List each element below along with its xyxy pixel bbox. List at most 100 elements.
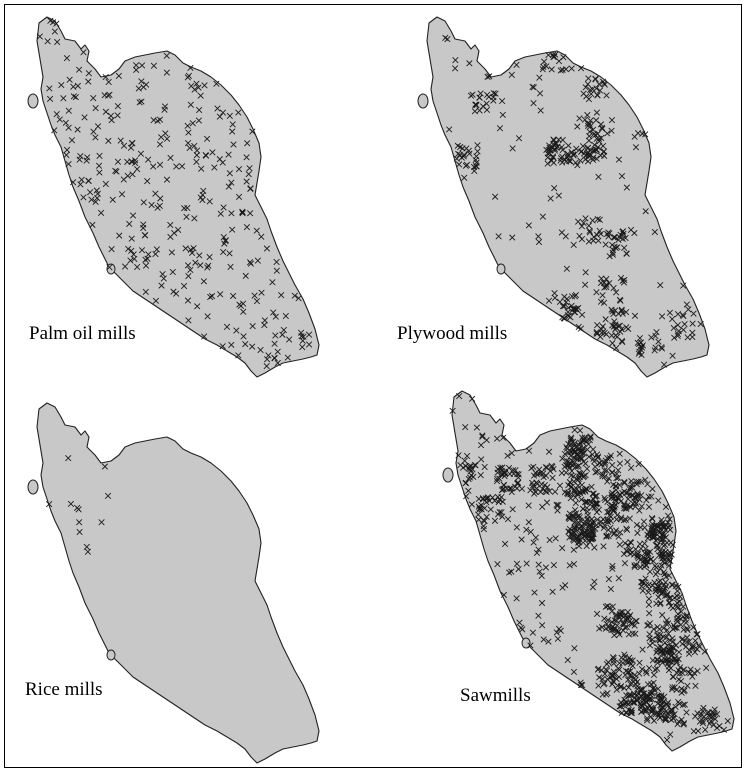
mill-marker [628, 464, 635, 472]
mill-marker [253, 298, 261, 305]
mill-marker [615, 575, 622, 582]
mill-marker [596, 625, 603, 632]
mill-marker [612, 332, 619, 339]
mill-marker [617, 274, 625, 282]
mill-marker [664, 657, 671, 664]
mill-marker [197, 262, 204, 269]
mill-marker [577, 681, 585, 689]
mill-marker [208, 292, 216, 300]
mill-marker [619, 228, 627, 235]
mill-marker [188, 82, 195, 90]
mill-marker [650, 671, 658, 679]
mill-marker [606, 512, 613, 519]
mill-marker [63, 55, 71, 62]
mill-marker [603, 281, 610, 288]
mill-marker [565, 461, 572, 468]
mill-marker [271, 355, 278, 362]
mill-marker [584, 120, 591, 127]
mill-marker [217, 291, 224, 298]
mill-marker [204, 264, 211, 271]
mill-marker [184, 297, 192, 304]
mill-marker [548, 66, 555, 73]
mill-marker [598, 134, 605, 142]
mill-marker [500, 481, 507, 489]
mill-marker [623, 709, 630, 716]
mill-marker [710, 721, 717, 729]
mill-marker [508, 488, 515, 496]
mill-marker [508, 568, 515, 575]
mill-marker [642, 131, 649, 138]
mill-marker [449, 407, 456, 414]
mill-marker [680, 603, 687, 610]
mill-marker [685, 306, 692, 313]
peninsula-landmass [426, 16, 710, 378]
mill-marker [65, 454, 72, 462]
mill-marker [652, 537, 659, 544]
mill-marker [652, 571, 659, 578]
mill-marker [134, 166, 141, 173]
mill-marker [198, 165, 205, 172]
mill-marker [613, 470, 620, 478]
mill-marker [193, 152, 200, 159]
mill-marker [667, 557, 674, 565]
mill-marker [603, 667, 611, 674]
mill-marker [615, 323, 622, 330]
mill-marker [605, 575, 613, 583]
mill-marker [192, 259, 199, 266]
mill-marker [542, 464, 549, 471]
mill-marker [150, 62, 157, 69]
mill-marker [637, 702, 645, 709]
mill-marker [627, 692, 635, 699]
mill-marker [513, 61, 520, 68]
mill-marker [295, 295, 302, 302]
mill-marker [659, 551, 666, 558]
mill-marker [609, 462, 616, 469]
mill-marker [663, 592, 671, 599]
mill-marker [132, 157, 139, 164]
mill-marker [601, 459, 609, 466]
mill-marker [644, 481, 651, 488]
mill-marker [673, 618, 681, 625]
mill-marker [680, 721, 687, 728]
mill-marker [641, 579, 648, 586]
mill-marker [691, 649, 699, 656]
mill-marker [720, 726, 728, 733]
mill-marker [609, 340, 616, 347]
mill-marker [561, 489, 568, 496]
mill-marker [500, 591, 508, 599]
mill-marker [680, 719, 688, 727]
mill-marker [599, 516, 607, 523]
mill-marker [239, 208, 246, 215]
mill-marker [648, 493, 655, 500]
mill-marker [656, 626, 663, 633]
mill-marker [596, 87, 604, 94]
mill-marker [487, 506, 494, 513]
mill-marker [636, 507, 643, 514]
mill-marker [664, 649, 671, 656]
mill-marker [216, 156, 223, 163]
mill-marker [129, 140, 136, 147]
mill-marker [483, 499, 490, 506]
mill-marker [593, 610, 601, 617]
mill-marker [647, 696, 654, 703]
mill-marker [477, 90, 484, 97]
mill-marker [105, 78, 112, 86]
mill-marker [616, 460, 624, 467]
mill-marker [616, 541, 623, 548]
mill-marker [571, 645, 578, 652]
mill-marker [632, 546, 639, 553]
mill-marker [466, 150, 473, 157]
mill-marker [565, 513, 572, 520]
mill-marker [587, 86, 594, 94]
mill-marker [690, 642, 697, 649]
mill-marker [229, 226, 236, 233]
mill-marker [674, 311, 682, 318]
mill-marker [200, 278, 207, 285]
mill-marker [657, 631, 664, 638]
mill-marker [641, 540, 648, 547]
mill-marker [566, 478, 574, 486]
mill-marker [663, 736, 671, 744]
mill-marker [583, 498, 590, 505]
mill-marker [474, 142, 481, 149]
mill-marker [546, 536, 553, 544]
